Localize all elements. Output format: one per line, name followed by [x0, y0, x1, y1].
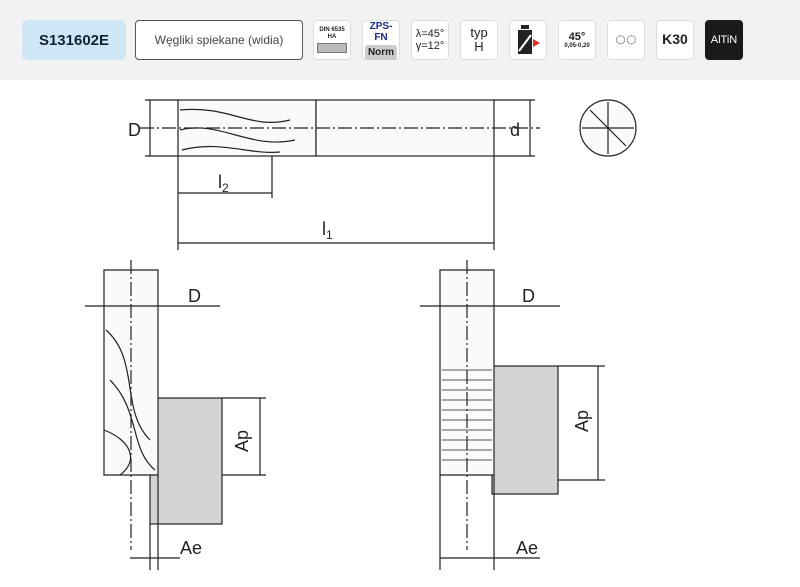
- l2-label: l2: [218, 172, 229, 195]
- zps-label: ZPS-FN: [369, 20, 393, 43]
- din-shank-icon: DIN 6535 HA: [313, 20, 351, 60]
- slot-milling-view: [420, 260, 605, 570]
- coolant-drops-icon: ◌◌: [607, 20, 645, 60]
- left-D-label: D: [188, 286, 201, 306]
- product-code-badge: S131602E: [22, 20, 126, 60]
- left-Ae-label: Ae: [180, 538, 202, 558]
- diameter-D-label: D: [128, 120, 141, 140]
- type-value: H: [474, 39, 484, 54]
- chamfer-angle: 45°: [568, 30, 586, 43]
- l1-label: l1: [322, 219, 333, 242]
- helix-angle-icon: λ=45° γ=12°: [411, 20, 449, 60]
- right-D-label: D: [522, 286, 535, 306]
- right-Ae-label: Ae: [516, 538, 538, 558]
- tool-drawing: D d l2 l1 D Ap Ae D Ap Ae: [85, 99, 637, 570]
- shank-d-label: d: [510, 120, 520, 140]
- type-icon: typ H: [460, 20, 498, 60]
- shank-shape: [317, 42, 347, 53]
- lambda-angle: λ=45°: [415, 27, 445, 40]
- end-mill-side-view: [140, 99, 637, 250]
- gamma-angle: γ=12°: [415, 40, 445, 52]
- left-Ap-label: Ap: [232, 430, 252, 452]
- cutting-tool-icon: [509, 20, 547, 60]
- chamfer-icon: 45° 0,05-0,20: [558, 20, 596, 60]
- din-type: HA: [327, 34, 337, 40]
- material-badge: Węgliki spiekane (widia): [135, 20, 303, 60]
- type-label: typ: [470, 24, 488, 40]
- chamfer-range: 0,05-0,20: [564, 42, 590, 49]
- grade-badge: K30: [656, 20, 694, 60]
- side-milling-view: [85, 260, 266, 570]
- coating-badge: AlTiN: [705, 20, 743, 60]
- zps-norm-icon: ZPS-FN Norm: [362, 20, 400, 60]
- din-label: DIN 6535: [319, 27, 345, 34]
- norm-label: Norm: [364, 44, 398, 60]
- right-Ap-label: Ap: [572, 410, 592, 432]
